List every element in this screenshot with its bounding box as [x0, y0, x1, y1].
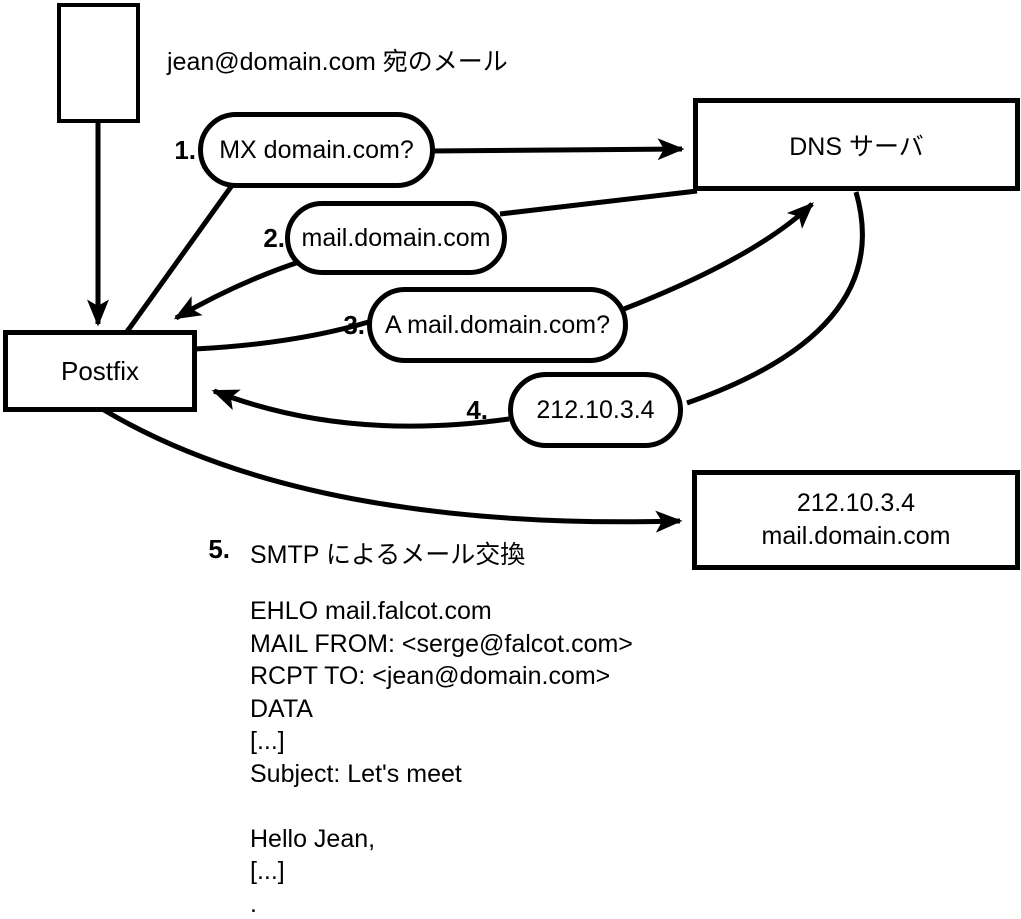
step-5-number: 5.: [208, 534, 230, 564]
step-3-bubble: A mail.domain.com?: [367, 287, 628, 363]
step-2-number: 2.: [263, 223, 285, 253]
step-2-bubble: mail.domain.com: [285, 201, 507, 275]
step-3-label: A mail.domain.com?: [384, 310, 611, 339]
step-1-number: 1.: [174, 135, 196, 165]
smtp-session-line: DATA: [250, 694, 313, 723]
mail-recipient-label: jean@domain.com 宛のメール: [167, 48, 508, 76]
smtp-session-line: [250, 792, 633, 825]
postfix-label: Postfix: [60, 355, 140, 386]
mail-server-node: 212.10.3.4 mail.domain.com: [692, 470, 1020, 570]
mail-server-ip: 212.10.3.4: [796, 489, 916, 517]
mail-server-hostname: mail.domain.com: [761, 522, 951, 550]
step-4-bubble: 212.10.3.4: [508, 372, 683, 448]
arrow-postfix-to-mail-server: [102, 407, 683, 533]
smtp-session-line: .: [250, 889, 257, 918]
smtp-session-line: Hello Jean,: [250, 824, 376, 853]
step-4-number: 4.: [466, 395, 488, 425]
arrow-a-query-to-dns: [623, 202, 814, 312]
smtp-session-line: MAIL FROM: <serge@falcot.com>: [250, 629, 633, 658]
step-3-number: 3.: [343, 310, 365, 340]
step-2-label: mail.domain.com: [301, 223, 491, 252]
line-postfix-to-a-query: [194, 318, 373, 352]
smtp-session-line: [...]: [250, 727, 285, 755]
smtp-session-block: EHLO mail.falcot.com MAIL FROM: <serge@f…: [250, 597, 633, 919]
smtp-session-line: [...]: [250, 857, 285, 885]
arrow-mx-query-to-dns: [429, 138, 685, 161]
arrow-a-reply-to-postfix: [211, 388, 510, 429]
step-1-label: MX domain.com?: [219, 135, 414, 164]
step-4-label: 212.10.3.4: [536, 395, 655, 424]
step-1-bubble: MX domain.com?: [198, 112, 435, 188]
dns-server-label: DNS サーバ: [789, 132, 924, 161]
dns-server-node: DNS サーバ: [693, 98, 1020, 191]
line-dns-to-a-reply: [686, 191, 865, 406]
line-postfix-to-mx-query: [123, 182, 236, 335]
smtp-session-line: RCPT TO: <jean@domain.com>: [250, 662, 611, 690]
line-dns-to-mx-reply: [499, 188, 698, 217]
arrow-mx-reply-to-postfix: [173, 258, 303, 321]
email-message-box: [57, 3, 140, 123]
smtp-session-line: Subject: Let's meet: [250, 759, 462, 788]
smtp-session-line: EHLO mail.falcot.com: [250, 597, 492, 625]
step-5-label: SMTP によるメール交換: [250, 541, 526, 569]
postfix-node: Postfix: [3, 330, 197, 412]
